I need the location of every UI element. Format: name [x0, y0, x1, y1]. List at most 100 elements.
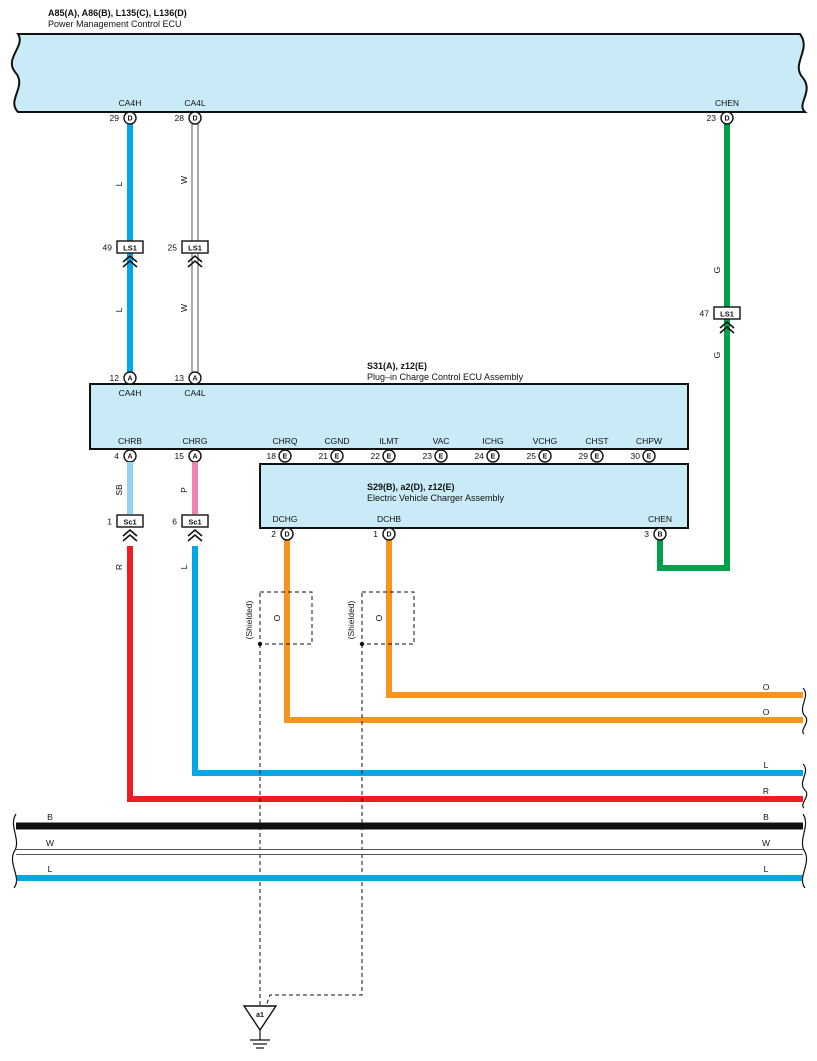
wire-label-ca4l-upper: W	[179, 176, 189, 184]
pc-bottom-pin-4: 4 A	[114, 449, 137, 463]
wire-blue-l1	[192, 546, 803, 776]
svg-text:E: E	[543, 454, 548, 461]
bus-label-w-left: W	[46, 838, 54, 848]
svg-text:LS1: LS1	[188, 244, 202, 253]
connector-sc1-1: Sc1 1	[107, 514, 144, 542]
pc-pin-12-num: 12	[110, 373, 120, 383]
svg-text:15: 15	[175, 451, 185, 461]
ev-pin-1: 1 D	[373, 527, 396, 541]
pm-pin-ca4h-label: CA4H	[119, 98, 142, 108]
wire-orange-dchb	[386, 540, 803, 698]
pc-pin-chpw-label: CHPW	[636, 436, 662, 446]
wire-label-chrb-lower: R	[114, 564, 124, 570]
pc-pin-cgnd-label: CGND	[324, 436, 349, 446]
pm-pin-23-circle	[720, 111, 734, 125]
ev-pin-2: 2 D	[271, 527, 294, 541]
pm-pin-chen-label: CHEN	[715, 98, 739, 108]
pc-pin-chrg-label: CHRG	[182, 436, 207, 446]
connector-sc1-6: Sc1 6	[172, 514, 209, 542]
pc-pin-chrq-label: CHRQ	[272, 436, 297, 446]
svg-text:E: E	[491, 454, 496, 461]
svg-text:1: 1	[373, 529, 378, 539]
plugin-charge-ecu-box	[89, 383, 689, 450]
svg-text:29: 29	[579, 451, 589, 461]
pc-bottom-pin-24: 24 E	[475, 449, 500, 463]
ev-pin-dchg-label: DCHG	[272, 514, 297, 524]
pc-pin-chst-label: CHST	[585, 436, 608, 446]
connector-ls1-49: LS1 49	[103, 240, 144, 268]
svg-text:49: 49	[103, 243, 113, 253]
break-edge-left	[11, 813, 18, 889]
svg-text:A: A	[127, 454, 132, 461]
plugin-charge-code: S31(A), z12(E)	[367, 361, 427, 371]
bus-label-l2-left: L	[48, 864, 53, 874]
svg-text:(Shielded): (Shielded)	[346, 600, 356, 639]
ev-charger-name: Electric Vehicle Charger Assembly	[367, 493, 505, 503]
shield-drain-wire-2	[265, 644, 363, 1007]
pm-pin-23-conn: D	[724, 116, 729, 123]
wire-orange-dchg	[284, 540, 803, 723]
wire-chen-green	[657, 124, 730, 571]
pm-pin-28-num: 28	[175, 113, 185, 123]
svg-text:23: 23	[423, 451, 433, 461]
power-mgmt-ecu-box	[10, 33, 808, 113]
pc-pin-chrb-label: CHRB	[118, 436, 142, 446]
connector-ls1-47: LS1 47	[700, 306, 741, 334]
wire-label-ca4h-upper: L	[114, 181, 124, 186]
pc-pin-ca4l-label: CA4L	[184, 388, 206, 398]
svg-text:D: D	[386, 532, 391, 539]
ground-icon: a1	[242, 1005, 278, 1049]
shield-dchg: O (Shielded)	[244, 591, 313, 647]
wire-label-ca4h-lower: L	[114, 307, 124, 312]
break-edge-right	[801, 687, 808, 735]
svg-text:A: A	[192, 454, 197, 461]
svg-text:6: 6	[172, 517, 177, 527]
pc-pin-12-conn: A	[127, 376, 132, 383]
svg-text:Sc1: Sc1	[123, 518, 136, 527]
svg-text:4: 4	[114, 451, 119, 461]
pm-pin-ca4l-label: CA4L	[184, 98, 206, 108]
svg-text:18: 18	[267, 451, 277, 461]
svg-text:1: 1	[107, 517, 112, 527]
ev-pin-chen-label: CHEN	[648, 514, 672, 524]
wire-label-ca4l-lower: W	[179, 304, 189, 312]
pc-pin-vchg-label: VCHG	[533, 436, 558, 446]
pc-pin-ilmt-label: ILMT	[379, 436, 398, 446]
pc-pin-13-num: 13	[175, 373, 185, 383]
pc-pin-13-circle	[188, 371, 202, 385]
wire-label-chrg-lower: L	[179, 564, 189, 569]
svg-text:30: 30	[631, 451, 641, 461]
svg-text:21: 21	[319, 451, 329, 461]
svg-text:25: 25	[527, 451, 537, 461]
pm-pin-29-conn: D	[127, 116, 132, 123]
svg-text:(Shielded): (Shielded)	[244, 600, 254, 639]
wire-label-chrg: P	[179, 487, 189, 493]
pc-pin-ichg-label: ICHG	[482, 436, 503, 446]
pc-bottom-pin-29: 29 E	[579, 449, 604, 463]
bus-label-l1: L	[764, 760, 769, 770]
pc-bottom-pin-30: 30 E	[631, 449, 656, 463]
svg-text:2: 2	[271, 529, 276, 539]
power-mgmt-code: A85(A), A86(B), L135(C), L136(D)	[48, 8, 187, 18]
pc-bottom-pin-25: 25 E	[527, 449, 552, 463]
bus-label-w-right: W	[762, 838, 770, 848]
bus-label-r: R	[763, 786, 769, 796]
bus-label-l2-right: L	[764, 864, 769, 874]
pc-bottom-pin-23: 23 E	[423, 449, 448, 463]
plugin-charge-name: Plug–in Charge Control ECU Assembly	[367, 372, 524, 382]
svg-text:E: E	[595, 454, 600, 461]
wire-label-chen-lower: G	[712, 352, 722, 359]
ground-label: a1	[256, 1012, 264, 1019]
pm-pin-28-conn: D	[192, 116, 197, 123]
ev-charger-box	[259, 463, 689, 529]
pc-pin-vac-label: VAC	[433, 436, 450, 446]
svg-text:LS1: LS1	[123, 244, 137, 253]
svg-text:E: E	[439, 454, 444, 461]
power-mgmt-name: Power Management Control ECU	[48, 19, 182, 29]
pc-pin-12-circle	[123, 371, 137, 385]
svg-text:E: E	[387, 454, 392, 461]
svg-text:47: 47	[700, 309, 710, 319]
pc-bottom-pin-18: 18 E	[267, 449, 292, 463]
ev-pin-dchb-label: DCHB	[377, 514, 401, 524]
